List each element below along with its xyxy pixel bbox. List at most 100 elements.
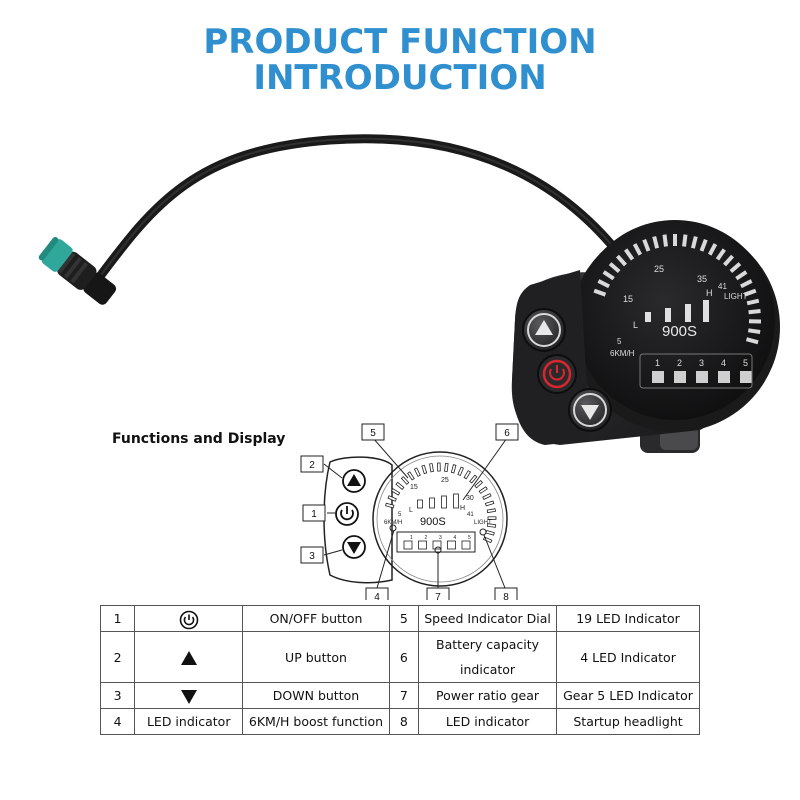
- table-cell-number: 8: [388, 708, 420, 735]
- dial-segment: [746, 298, 760, 306]
- dial-segment: [642, 238, 651, 252]
- gear-segment: [674, 371, 686, 383]
- diagram-dial-segment: [407, 471, 415, 481]
- table-cell-number: 2: [99, 631, 136, 683]
- table-cell-number: 1: [99, 605, 136, 632]
- dial-segment: [652, 236, 660, 249]
- table-row: 3 DOWN button 7 Power ratio gear Gear 5 …: [99, 682, 700, 709]
- photo-gear-number: 1: [655, 358, 660, 368]
- down-triangle-icon: [180, 689, 197, 704]
- dial-segment: [743, 288, 757, 297]
- diagram-dial-segment: [485, 530, 495, 536]
- diagram-gear-number: 2: [425, 535, 428, 541]
- display-face: [575, 220, 775, 420]
- dial-segment: [715, 248, 726, 261]
- diagram-battery-segment: [441, 495, 447, 509]
- diagram-dial-segment: [450, 464, 457, 474]
- photo-light-label: LIGHT: [724, 292, 748, 301]
- diagram-dial-segment: [429, 463, 434, 473]
- diagram-dial-segment: [390, 488, 401, 496]
- diagram-gear-number: 5: [468, 535, 471, 541]
- diagram-dial-segment: [487, 516, 497, 520]
- svg-text:8: 8: [503, 592, 509, 600]
- gear-segment: [718, 371, 730, 383]
- diagram-up-button: [342, 469, 366, 493]
- up-button-photo: [522, 308, 566, 352]
- svg-text:4: 4: [374, 592, 380, 600]
- diagram-gear-segment: [403, 540, 413, 550]
- diagram-battery-segment: [429, 497, 435, 509]
- photo-dial-number-15: 15: [623, 294, 633, 304]
- photo-speed-dial: [593, 234, 762, 345]
- power-icon: [179, 610, 199, 629]
- diagram-battery-segment: [417, 499, 423, 509]
- title-line-1: PRODUCT FUNCTION: [203, 22, 597, 62]
- diagram-gear-number: 1: [410, 535, 413, 541]
- dial-segment: [597, 279, 610, 289]
- svg-text:7: 7: [435, 592, 441, 600]
- photo-mode-l: L: [633, 320, 638, 330]
- table-row: 1 ON/OFF button 5 Speed Indicator Dial 1…: [99, 605, 700, 632]
- diagram-power-button: [335, 502, 359, 526]
- table-cell-description: DOWN button: [242, 682, 390, 709]
- dial-segment: [602, 270, 615, 281]
- table-row: 4 LED indicator 6KM/H boost function 8 L…: [99, 708, 700, 735]
- table-cell-detail: Gear 5 LED Indicator: [556, 682, 700, 709]
- diagram-gear-number: 3: [439, 535, 442, 541]
- dial-segment: [662, 234, 668, 247]
- diagram-mode-h: H: [460, 505, 465, 512]
- diagram-dial-segment: [387, 495, 397, 502]
- table-cell-number: 4: [99, 708, 136, 735]
- gear-segment: [652, 371, 664, 383]
- diagram-gear-segment: [461, 540, 471, 550]
- diagram-dial-segment: [437, 462, 441, 472]
- dial-segment: [740, 279, 753, 289]
- dial-segment: [682, 234, 688, 247]
- diagram-model-text: 900S: [420, 516, 446, 528]
- dial-segment: [735, 270, 748, 281]
- dial-segment: [632, 243, 643, 256]
- diagram-battery-indicators: [417, 493, 459, 509]
- table-cell-detail: 19 LED Indicator: [556, 605, 700, 632]
- photo-speed-label: 6KM/H: [610, 349, 635, 358]
- up-triangle-icon: [180, 651, 197, 665]
- diagram-down-button: [342, 535, 366, 559]
- battery-segment: [685, 304, 691, 322]
- dial-segment: [673, 234, 677, 246]
- svg-text:2: 2: [309, 460, 315, 471]
- diagram-dial-segment: [484, 500, 495, 507]
- svg-text:3: 3: [309, 551, 315, 562]
- photo-gear-number: 5: [743, 358, 748, 368]
- table-cell-symbol: LED indicator: [134, 708, 244, 735]
- gear-segment: [696, 371, 708, 383]
- table-cell-detail: 4 LED Indicator: [556, 631, 700, 683]
- callout-4: 4: [365, 587, 389, 600]
- svg-text:1: 1: [311, 509, 317, 520]
- diagram-dial-segment: [482, 493, 492, 500]
- title-line-2: INTRODUCTION: [253, 58, 547, 98]
- diagram-speed-dial: [385, 462, 497, 544]
- dial-segment: [699, 238, 708, 252]
- diagram-dial-number-25: 25: [441, 477, 449, 484]
- diagram-gear-box: [396, 531, 476, 553]
- photo-gear-number: 4: [721, 358, 726, 368]
- diagram-speed-number: 5: [398, 512, 402, 518]
- dial-segment: [593, 288, 607, 297]
- diagram-dial-segment: [400, 476, 410, 485]
- diagram-dial-segment: [486, 508, 496, 514]
- photo-light-number: 41: [718, 282, 727, 291]
- dial-segment: [723, 254, 735, 267]
- table-cell-symbol: [134, 682, 244, 709]
- dial-segment: [624, 248, 635, 261]
- table-cell-number: 7: [388, 682, 420, 709]
- table-cell-number: 6: [388, 631, 420, 683]
- table-cell-function: LED indicator: [418, 708, 558, 735]
- diagram-dial-segment: [469, 474, 478, 484]
- diagram-dial-segment: [421, 464, 428, 475]
- gear-segment: [740, 371, 752, 383]
- function-table: 1 ON/OFF button 5 Speed Indicator Dial 1…: [99, 605, 700, 735]
- photo-mode-h: H: [706, 288, 713, 298]
